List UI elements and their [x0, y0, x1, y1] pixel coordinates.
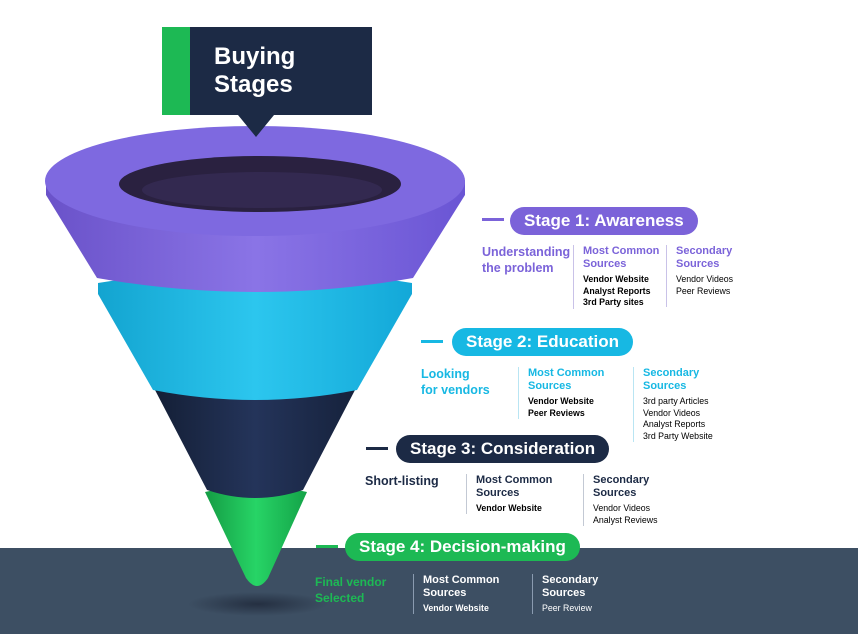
- stage-2-most-common-item: Vendor Website: [528, 396, 594, 406]
- stage-4-connector: [316, 545, 338, 548]
- stage-1-most-common-heading: Most Common Sources: [583, 245, 660, 270]
- stage-3-lead: Short-listing: [365, 474, 439, 488]
- stage-4-most-common-item: Vendor Website: [423, 603, 489, 613]
- stage-2-most-common: Most Common Sources Vendor Website Peer …: [518, 367, 604, 419]
- funnel-decision-cone: [205, 486, 307, 586]
- stage-3-secondary-heading: Secondary Sources: [593, 474, 650, 499]
- stage-1-secondary-heading: Secondary Sources: [676, 245, 733, 270]
- stage-2-secondary-heading: Secondary Sources: [643, 367, 700, 392]
- stage-3-most-common: Most Common Sources Vendor Website: [466, 474, 552, 514]
- stage-4-lead: Final vendor Selected: [315, 575, 387, 605]
- stage-3-secondary-item: Analyst Reviews: [593, 514, 658, 525]
- page-title: Buying Stages: [214, 43, 296, 98]
- stage-2-secondary-item: Analyst Reports: [643, 419, 706, 429]
- title-box: Buying Stages: [162, 27, 372, 115]
- funnel-shadow: [188, 592, 328, 616]
- stage-3-secondary: Secondary Sources Vendor Videos Analyst …: [583, 474, 658, 526]
- stage-4-most-common-heading: Most Common Sources: [423, 574, 500, 599]
- stage-1-most-common-item: 3rd Party sites: [583, 297, 644, 307]
- stage-1-secondary-item: Vendor Videos: [676, 274, 734, 284]
- stage-1-secondary: Secondary Sources Vendor Videos Peer Rev…: [666, 245, 733, 307]
- stage-4-secondary-item: Peer Review: [542, 603, 592, 613]
- stage-2-label: Stage 2: Education: [452, 328, 634, 356]
- stage-3-label: Stage 3: Consideration: [396, 435, 610, 463]
- funnel-education-section: [98, 270, 412, 400]
- stage-1-secondary-item: Peer Reviews: [676, 285, 731, 296]
- stage-2-secondary-item: Vendor Videos: [643, 407, 701, 418]
- funnel-consideration-section: [155, 381, 355, 498]
- title-accent-bar: [162, 27, 190, 115]
- stage-2-lead: Looking for vendors: [421, 367, 490, 397]
- stage-4-label: Stage 4: Decision-making: [345, 533, 580, 561]
- stage-4-secondary: Secondary Sources Peer Review: [532, 574, 598, 614]
- stage-2-secondary-item: 3rd Party Website: [643, 430, 713, 441]
- stage-4-secondary-heading: Secondary Sources: [542, 574, 599, 599]
- title-pointer: [238, 115, 274, 137]
- stage-2-most-common-item: Peer Reviews: [528, 407, 585, 418]
- stage-3-most-common-heading: Most Common Sources: [476, 474, 553, 499]
- stage-1-most-common: Most Common Sources Vendor Website Analy…: [573, 245, 659, 309]
- stage-2-secondary: Secondary Sources 3rd party Articles Ven…: [633, 367, 713, 442]
- stage-3-most-common-item: Vendor Website: [476, 503, 542, 513]
- stage-1-connector: [482, 218, 504, 221]
- stage-3-secondary-item: Vendor Videos: [593, 503, 651, 513]
- stage-1-most-common-item: Analyst Reports: [583, 285, 651, 296]
- stage-3-connector: [366, 447, 388, 450]
- stage-4-most-common: Most Common Sources Vendor Website: [413, 574, 499, 614]
- stage-2-secondary-item: 3rd party Articles: [643, 396, 709, 406]
- stage-1-most-common-item: Vendor Website: [583, 274, 649, 284]
- stage-2-connector: [421, 340, 443, 343]
- stage-2-most-common-heading: Most Common Sources: [528, 367, 605, 392]
- stage-1-label: Stage 1: Awareness: [510, 207, 698, 235]
- stage-1-lead: Understanding the problem: [482, 245, 571, 275]
- bottom-band: [0, 548, 858, 634]
